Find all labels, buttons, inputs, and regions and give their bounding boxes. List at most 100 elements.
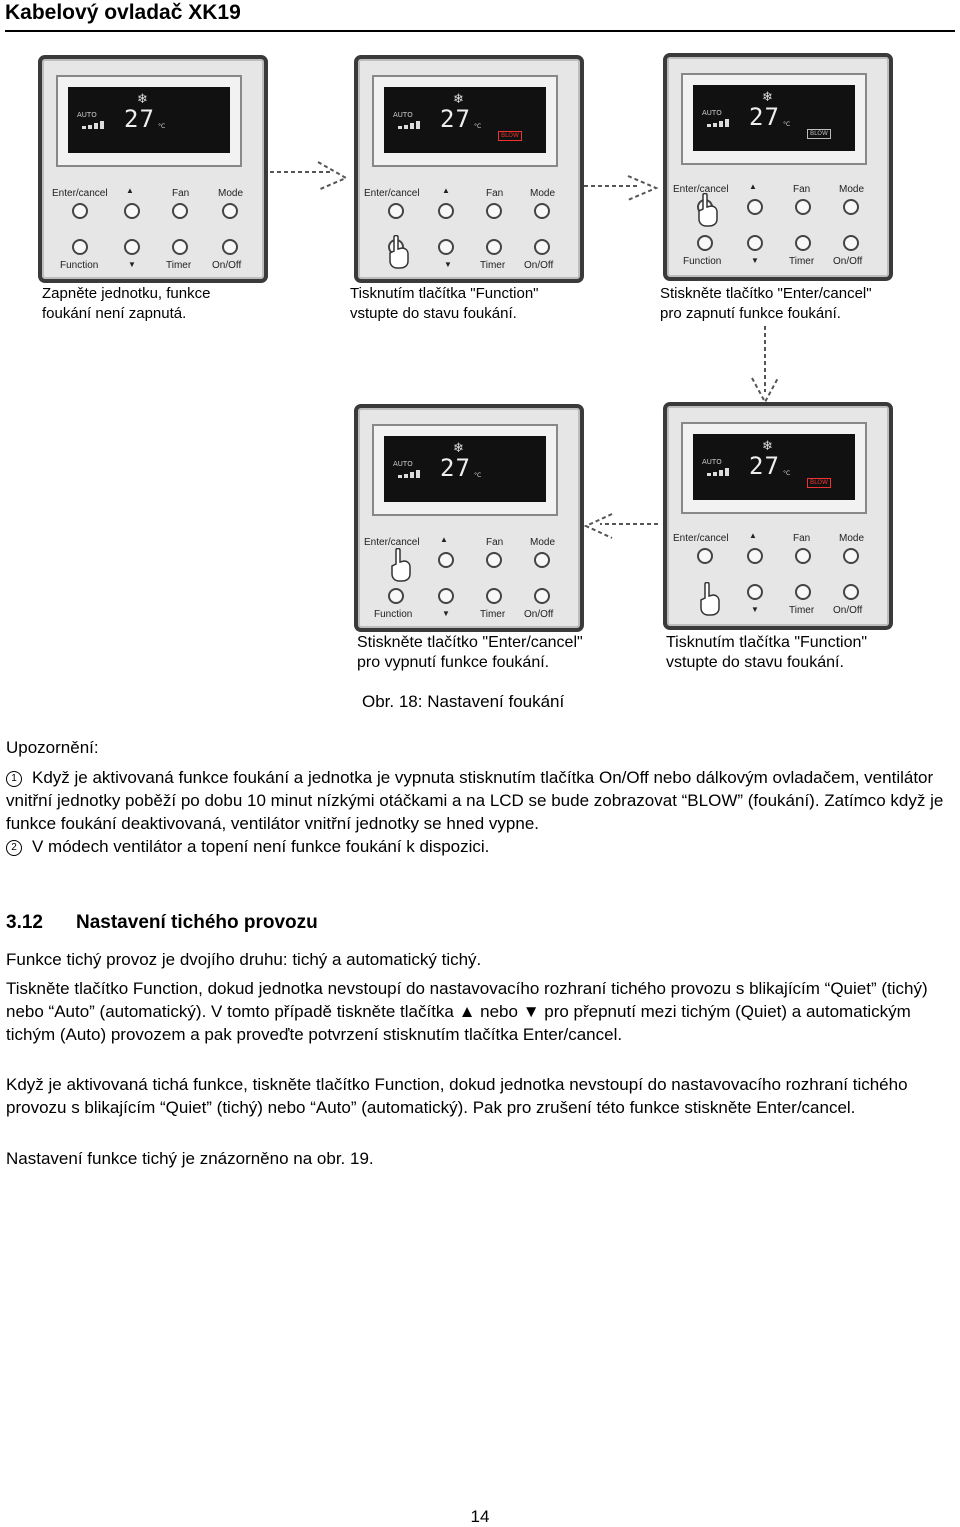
function-button[interactable] bbox=[72, 239, 88, 255]
fan-speed-icon bbox=[707, 468, 735, 476]
enter-cancel-button[interactable] bbox=[388, 203, 404, 219]
up-button[interactable] bbox=[747, 199, 763, 215]
mode-button[interactable] bbox=[843, 199, 859, 215]
caption-step-3: Stiskněte tlačítko "Enter/cancel" pro za… bbox=[660, 284, 872, 324]
caption-line: Tisknutím tlačítka "Function" bbox=[666, 634, 868, 651]
lcd-blow-indicator: BLOW bbox=[807, 129, 831, 139]
snowflake-icon: ❄ bbox=[137, 92, 148, 107]
function-button[interactable] bbox=[388, 588, 404, 604]
up-button[interactable] bbox=[438, 203, 454, 219]
page-header: Kabelový ovladač XK19 bbox=[5, 0, 955, 32]
pointing-hand-icon bbox=[700, 582, 720, 616]
down-button[interactable] bbox=[747, 584, 763, 600]
lcd-frame: ❄ AUTO 27 °C bbox=[372, 424, 558, 516]
note-text: V módech ventilátor a topení není funkce… bbox=[32, 837, 490, 856]
snowflake-icon: ❄ bbox=[762, 439, 773, 454]
lcd-auto: AUTO bbox=[77, 111, 97, 119]
label-up: ▲ bbox=[126, 186, 134, 195]
label-enter-cancel: Enter/cancel bbox=[364, 188, 420, 199]
down-button[interactable] bbox=[438, 239, 454, 255]
lcd-temperature: 27 bbox=[440, 454, 471, 482]
caption-line: vstupte do stavu foukání. bbox=[666, 654, 844, 671]
up-button[interactable] bbox=[124, 203, 140, 219]
lcd-display: ❄ AUTO 27 °C BLOW bbox=[384, 87, 546, 153]
label-enter-cancel: Enter/cancel bbox=[673, 184, 729, 195]
notes-title: Upozornění: bbox=[6, 738, 99, 757]
timer-button[interactable] bbox=[795, 584, 811, 600]
fan-button[interactable] bbox=[172, 203, 188, 219]
controller-panel-2: ❄ AUTO 27 °C BLOW Enter/cancel ▲ Fan Mod… bbox=[354, 55, 584, 283]
label-function: Function bbox=[60, 260, 99, 271]
down-button[interactable] bbox=[124, 239, 140, 255]
note-number: 2 bbox=[6, 840, 22, 856]
caption-line: Stiskněte tlačítko "Enter/cancel" bbox=[660, 285, 872, 302]
on-off-button[interactable] bbox=[534, 588, 550, 604]
timer-button[interactable] bbox=[172, 239, 188, 255]
enter-cancel-button[interactable] bbox=[697, 548, 713, 564]
label-on-off: On/Off bbox=[524, 260, 554, 271]
caption-line: pro vypnutí funkce foukání. bbox=[357, 654, 550, 671]
timer-button[interactable] bbox=[486, 239, 502, 255]
lcd-frame: ❄ AUTO 27 °C BLOW bbox=[372, 75, 558, 167]
caption-step-2: Tisknutím tlačítka "Function" vstupte do… bbox=[350, 284, 539, 324]
caption-line: Tisknutím tlačítka "Function" bbox=[350, 285, 539, 302]
label-mode: Mode bbox=[839, 184, 865, 195]
label-mode: Mode bbox=[530, 188, 556, 199]
fan-button[interactable] bbox=[795, 548, 811, 564]
page-title: Kabelový ovladač XK19 bbox=[5, 1, 241, 24]
figure-caption: Obr. 18: Nastavení foukání bbox=[362, 692, 565, 711]
label-on-off: On/Off bbox=[524, 609, 554, 620]
label-mode: Mode bbox=[530, 537, 556, 548]
pointing-hand-icon bbox=[391, 548, 411, 582]
fan-speed-icon bbox=[398, 121, 426, 129]
fan-button[interactable] bbox=[486, 552, 502, 568]
mode-button[interactable] bbox=[222, 203, 238, 219]
lcd-display: ❄ AUTO 27 °C bbox=[384, 436, 546, 502]
up-button[interactable] bbox=[747, 548, 763, 564]
fan-speed-icon bbox=[707, 119, 735, 127]
fan-speed-icon bbox=[82, 121, 110, 129]
caption-line: Stiskněte tlačítko "Enter/cancel" bbox=[357, 634, 583, 651]
on-off-button[interactable] bbox=[843, 584, 859, 600]
caption-step-1: Zapněte jednotku, funkce foukání není za… bbox=[42, 284, 210, 324]
fan-button[interactable] bbox=[795, 199, 811, 215]
down-button[interactable] bbox=[747, 235, 763, 251]
note-text: Když je aktivovaná funkce foukání a jedn… bbox=[6, 768, 944, 833]
lcd-auto: AUTO bbox=[393, 460, 413, 468]
mode-button[interactable] bbox=[843, 548, 859, 564]
enter-cancel-button[interactable] bbox=[72, 203, 88, 219]
mode-button[interactable] bbox=[534, 552, 550, 568]
lcd-auto: AUTO bbox=[702, 458, 722, 466]
section-title: Nastavení tichého provozu bbox=[76, 912, 318, 933]
lcd-temperature: 27 bbox=[749, 452, 780, 480]
label-function: Function bbox=[374, 609, 413, 620]
on-off-button[interactable] bbox=[534, 239, 550, 255]
lcd-frame: ❄ AUTO 27 °C BLOW bbox=[681, 73, 867, 165]
timer-button[interactable] bbox=[795, 235, 811, 251]
caption-line: foukání není zapnutá. bbox=[42, 305, 187, 322]
label-up: ▲ bbox=[440, 535, 448, 544]
timer-button[interactable] bbox=[486, 588, 502, 604]
page-number: 14 bbox=[470, 1507, 490, 1526]
lcd-blow-indicator: BLOW bbox=[807, 478, 831, 488]
mode-button[interactable] bbox=[534, 203, 550, 219]
lcd-display: ❄ AUTO 27 °C BLOW bbox=[693, 434, 855, 500]
up-button[interactable] bbox=[438, 552, 454, 568]
label-down: ▼ bbox=[444, 260, 452, 269]
on-off-button[interactable] bbox=[843, 235, 859, 251]
lcd-frame: ❄ AUTO 27 °C bbox=[56, 75, 242, 167]
label-down: ▼ bbox=[751, 605, 759, 614]
controller-panel-3: ❄ AUTO 27 °C BLOW Enter/cancel ▲ Fan Mod… bbox=[663, 53, 893, 281]
lcd-unit: °C bbox=[783, 121, 791, 128]
fan-button[interactable] bbox=[486, 203, 502, 219]
down-button[interactable] bbox=[438, 588, 454, 604]
function-button[interactable] bbox=[697, 235, 713, 251]
pointing-hand-icon bbox=[698, 193, 718, 227]
on-off-button[interactable] bbox=[222, 239, 238, 255]
paragraph-3: Když je aktivovaná tichá funkce, tisknět… bbox=[6, 1075, 908, 1117]
caption-line: pro zapnutí funkce foukání. bbox=[660, 305, 841, 322]
label-timer: Timer bbox=[166, 260, 192, 271]
snowflake-icon: ❄ bbox=[762, 90, 773, 105]
